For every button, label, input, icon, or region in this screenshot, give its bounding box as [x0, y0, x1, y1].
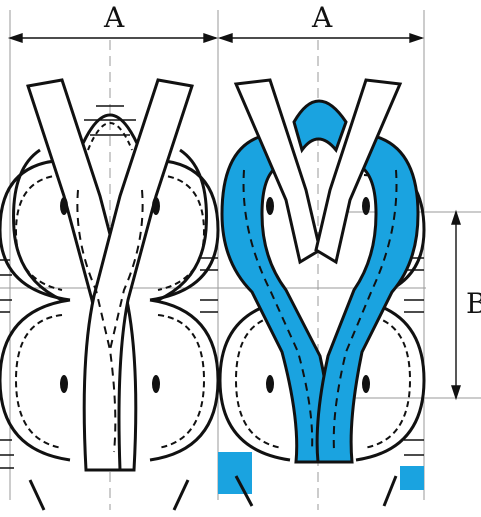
loop-arcs-left — [0, 105, 220, 469]
highlight-bottom-right — [400, 466, 424, 490]
dimension-label-a-left: A — [104, 1, 125, 34]
crossing-marks — [60, 197, 370, 393]
bottom-strands — [28, 475, 398, 511]
stitch-legs-left — [12, 78, 208, 472]
dimension-arrows — [7, 33, 461, 401]
right-stitch-arm-right — [314, 78, 403, 265]
stitch-legs-right — [233, 78, 403, 265]
highlighted-stitch — [218, 99, 424, 494]
dimension-label-a-right: A — [312, 1, 333, 34]
left-stitch-arm-right — [82, 78, 194, 472]
highlight-left-arm — [220, 134, 333, 464]
highlight-top-cap — [292, 99, 348, 154]
highlight-bottom-left — [218, 452, 252, 494]
dimension-label-b: B — [466, 287, 481, 320]
